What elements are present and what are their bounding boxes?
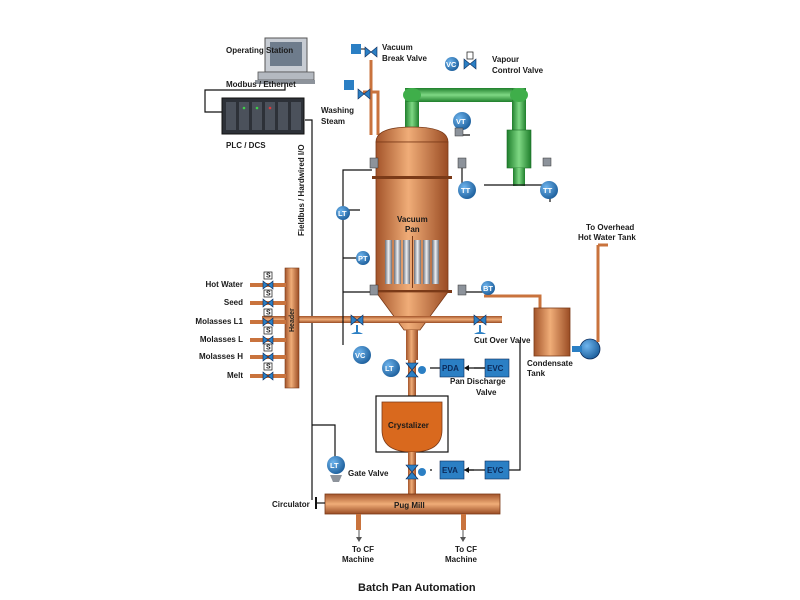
- vc-small-bubble: [445, 57, 459, 71]
- svg-text:S: S: [266, 328, 271, 335]
- svg-text:LT: LT: [330, 461, 339, 470]
- vacuum-break-valve: [351, 44, 378, 58]
- vacuum-pan-label-2: Pan: [405, 225, 420, 234]
- lt-sensor-body: [330, 475, 342, 482]
- vc-control-valve: [350, 314, 364, 334]
- pug-mill: [324, 493, 501, 515]
- svg-text:PT: PT: [358, 254, 368, 263]
- pan-discharge-label-1: Pan Discharge: [450, 377, 506, 386]
- eva-box: EVA: [439, 460, 465, 480]
- washing-steam-label-2: Steam: [321, 117, 345, 126]
- svg-text:S: S: [266, 364, 271, 371]
- cut-over-valve: [473, 314, 487, 334]
- svg-text:S: S: [266, 345, 271, 352]
- svg-text:PDA: PDA: [442, 364, 459, 373]
- gate-valve: [405, 464, 426, 480]
- tt-transmitter-pan: TT: [458, 181, 476, 199]
- cf-machine-1-label-1: To CF: [352, 545, 374, 554]
- bt-transmitter: BT: [481, 281, 495, 295]
- cut-over-pipe: [262, 316, 502, 323]
- condensate-tank: [533, 307, 571, 357]
- pan-discharge-label-2: Valve: [476, 388, 497, 397]
- plc-rack: [221, 97, 305, 135]
- pt-transmitter: PT: [356, 251, 370, 265]
- lt-transmitter-crystalizer: LT: [382, 359, 400, 377]
- vapour-control-valve: [463, 51, 477, 70]
- cut-over-label: Cut Over Valve: [474, 336, 531, 345]
- circulator-label: Circulator: [272, 500, 310, 509]
- condensate-pump: [572, 338, 601, 360]
- feed-label-molasses-l1: Molasses L1: [195, 317, 243, 326]
- pan-sensors: [369, 127, 552, 296]
- cf-machine-2-label-2: Machine: [445, 555, 478, 564]
- condensate-pipe: [484, 294, 542, 310]
- vacuum-break-label-2: Break Valve: [382, 54, 427, 63]
- washing-steam-label-1: Washing: [321, 106, 354, 115]
- vc-controller: VC: [353, 346, 371, 364]
- diagram-title: Batch Pan Automation: [358, 582, 476, 594]
- feed-label-hot-water: Hot Water: [206, 280, 243, 289]
- vacuum-pan: [372, 126, 452, 360]
- fieldbus-wire: [305, 119, 313, 500]
- svg-text:S: S: [266, 273, 271, 280]
- vacuum-break-label-1: Vacuum: [382, 43, 413, 52]
- fieldbus-label: Fieldbus / Hardwired I/O: [297, 144, 306, 236]
- evc-box-2: EVC: [484, 460, 510, 480]
- overhead-tank-label-1: To Overhead: [586, 223, 634, 232]
- condensate-tank-label-2: Tank: [527, 369, 546, 378]
- pda-box: PDA: [439, 358, 465, 378]
- svg-text:VT: VT: [456, 117, 466, 126]
- pan-discharge-valve: [405, 362, 426, 378]
- network-wire: [204, 84, 286, 113]
- svg-text:EVC: EVC: [487, 466, 504, 475]
- svg-text:EVA: EVA: [442, 466, 458, 475]
- svg-text:S: S: [266, 310, 271, 317]
- svg-text:LT: LT: [385, 364, 394, 373]
- vt-transmitter: VT: [453, 112, 471, 130]
- svg-text:VC: VC: [355, 351, 366, 360]
- svg-text:BT: BT: [483, 284, 493, 293]
- vc-small-label: VC: [446, 60, 457, 69]
- svg-text:TT: TT: [461, 186, 471, 195]
- feed-label-melt: Melt: [227, 371, 243, 380]
- pug-mill-label: Pug Mill: [394, 501, 425, 510]
- vapour-control-label-1: Vapour: [492, 55, 519, 64]
- network-label: Modbus / Ethernet: [226, 80, 296, 89]
- svg-text:S: S: [266, 291, 271, 298]
- svg-text:EVC: EVC: [487, 364, 504, 373]
- condensate-tank-label-1: Condensate: [527, 359, 573, 368]
- operating-station-label: Operating Station: [226, 46, 293, 55]
- vacuum-pan-label-1: Vacuum: [397, 215, 428, 224]
- operating-station: [255, 37, 315, 84]
- header-label: Header: [289, 308, 296, 332]
- feed-valves: S S S S S S: [262, 271, 274, 381]
- vapour-pipe: [477, 12, 484, 302]
- tt-transmitter-vapour: TT: [540, 181, 558, 199]
- crystalizer-label: Crystalizer: [388, 421, 429, 430]
- pan-discharge-pipe: [408, 360, 416, 398]
- svg-text:LT: LT: [338, 209, 347, 218]
- lt-transmitter-circulator: LT: [327, 456, 345, 474]
- washing-steam-valve: [344, 80, 371, 100]
- vapour-control-label-2: Control Valve: [492, 66, 544, 75]
- crystalizer: [375, 395, 449, 453]
- feed-label-molasses-h: Molasses H: [199, 352, 243, 361]
- plc-label: PLC / DCS: [226, 141, 266, 150]
- gate-valve-label: Gate Valve: [348, 469, 389, 478]
- evc-box-1: EVC: [484, 358, 510, 378]
- cf-machine-1-label-2: Machine: [342, 555, 375, 564]
- header-pipe: [284, 267, 300, 389]
- feed-label-seed: Seed: [224, 298, 243, 307]
- cf-machine-2-label-1: To CF: [455, 545, 477, 554]
- overhead-tank-label-2: Hot Water Tank: [578, 233, 636, 242]
- svg-text:TT: TT: [543, 186, 553, 195]
- feed-label-molasses-l: Molasses L: [200, 335, 243, 344]
- lt-transmitter-pan: LT: [336, 206, 350, 220]
